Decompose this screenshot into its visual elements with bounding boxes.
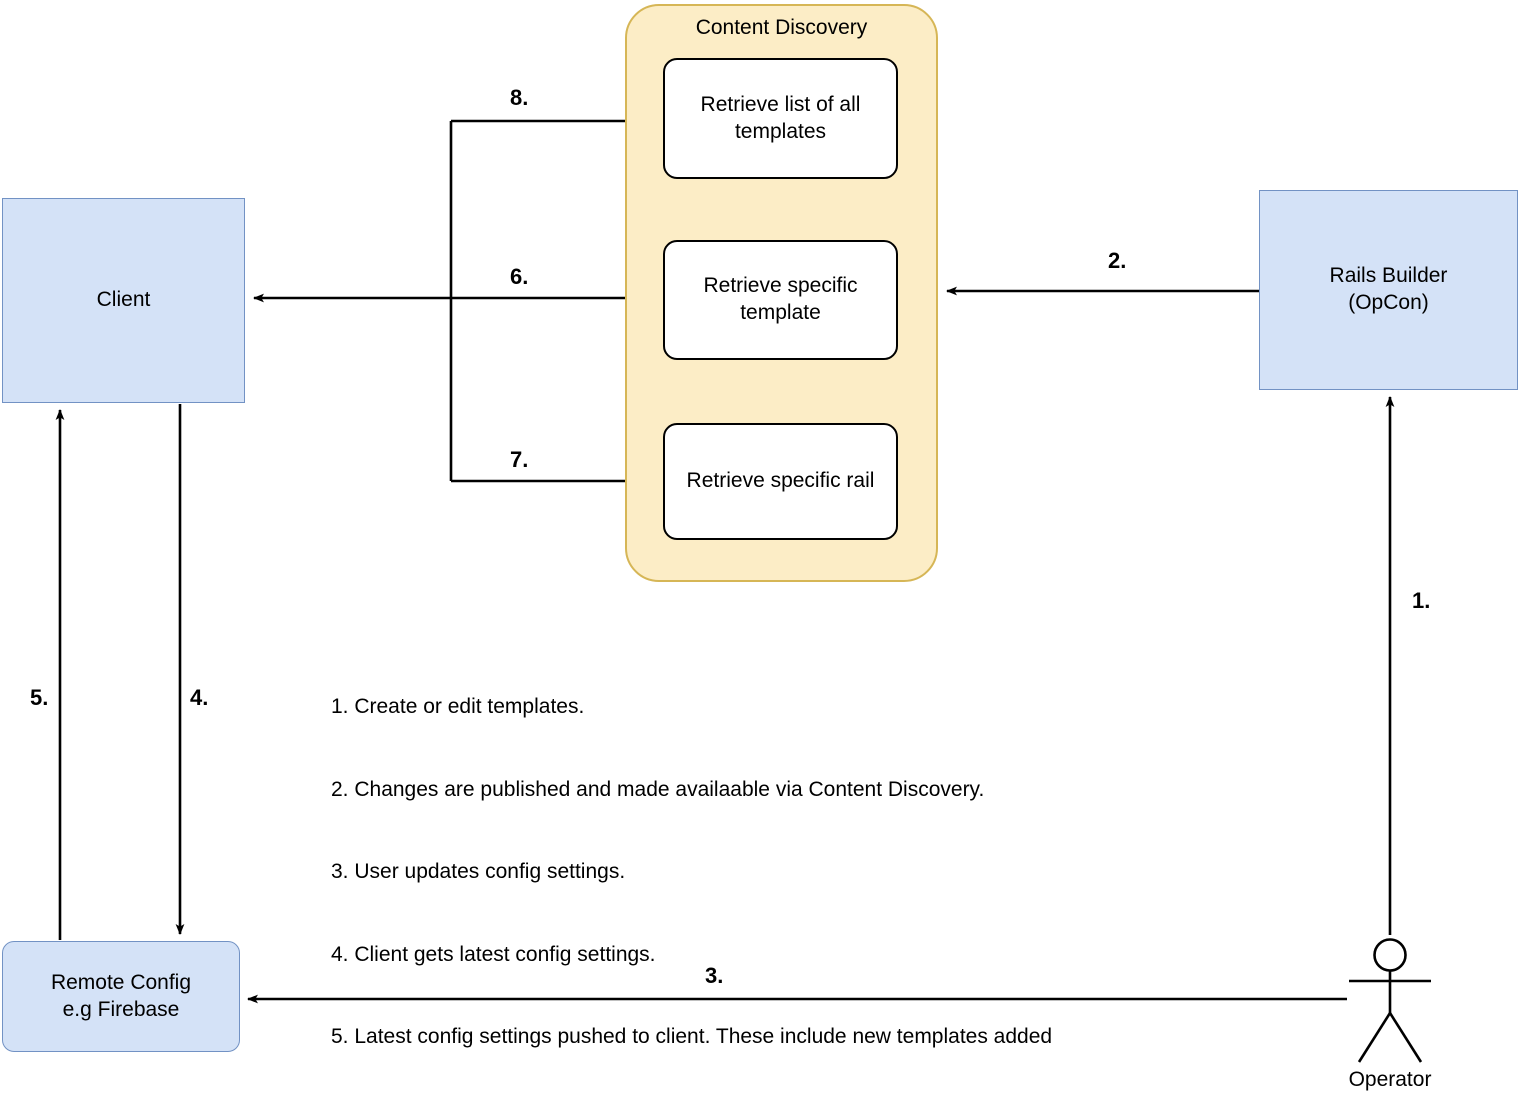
legend-line-5: 5. Latest config settings pushed to clie… bbox=[331, 1025, 1053, 1048]
node-client-label: Client bbox=[96, 288, 151, 312]
box-retrieve-all-templates[interactable]: Retrieve list of all templates bbox=[663, 58, 898, 179]
step-label-5: 5. bbox=[30, 685, 49, 710]
legend-block: 1. Create or edit templates. 2. Changes … bbox=[331, 638, 1061, 1102]
step-label-3: 3. bbox=[705, 963, 724, 988]
box-retrieve-specific-rail-line1: Retrieve specific rail bbox=[686, 469, 875, 493]
legend-line-3: 3. User updates config settings. bbox=[331, 860, 626, 883]
node-client[interactable]: Client bbox=[2, 198, 245, 403]
step-label-1: 1. bbox=[1412, 588, 1431, 613]
node-rails-builder[interactable]: Rails Builder (OpCon) bbox=[1259, 190, 1518, 390]
content-discovery-title: Content Discovery bbox=[695, 16, 868, 39]
step-label-2: 2. bbox=[1108, 248, 1127, 273]
operator-stick-figure bbox=[1349, 938, 1431, 1063]
step-label-7: 7. bbox=[510, 447, 529, 472]
step-label-4: 4. bbox=[190, 685, 209, 710]
node-rails-builder-line1: Rails Builder bbox=[1329, 264, 1448, 288]
node-remote-config-line1: Remote Config bbox=[50, 970, 192, 994]
legend-line-4: 4. Client gets latest config settings. bbox=[331, 942, 656, 966]
node-rails-builder-line2: (OpCon) bbox=[1348, 291, 1429, 314]
node-operator-label: Operator bbox=[1348, 1068, 1432, 1091]
legend-line-2: 2. Changes are published and made availa… bbox=[331, 777, 985, 801]
node-remote-config[interactable]: Remote Config e.g Firebase bbox=[2, 941, 240, 1052]
box-retrieve-all-templates-line2: templates bbox=[734, 119, 827, 143]
node-remote-config-line2: e.g Firebase bbox=[62, 997, 180, 1021]
box-retrieve-specific-template-line1: Retrieve specific bbox=[703, 274, 858, 298]
box-retrieve-all-templates-line1: Retrieve list of all bbox=[700, 92, 861, 116]
step-label-6: 6. bbox=[510, 264, 529, 289]
box-retrieve-specific-template-line2: template bbox=[740, 301, 821, 324]
box-retrieve-specific-template[interactable]: Retrieve specific template bbox=[663, 240, 898, 360]
legend-line-1: 1. Create or edit templates. bbox=[331, 695, 585, 718]
step-label-8: 8. bbox=[510, 85, 529, 110]
box-retrieve-specific-rail[interactable]: Retrieve specific rail bbox=[663, 423, 898, 540]
